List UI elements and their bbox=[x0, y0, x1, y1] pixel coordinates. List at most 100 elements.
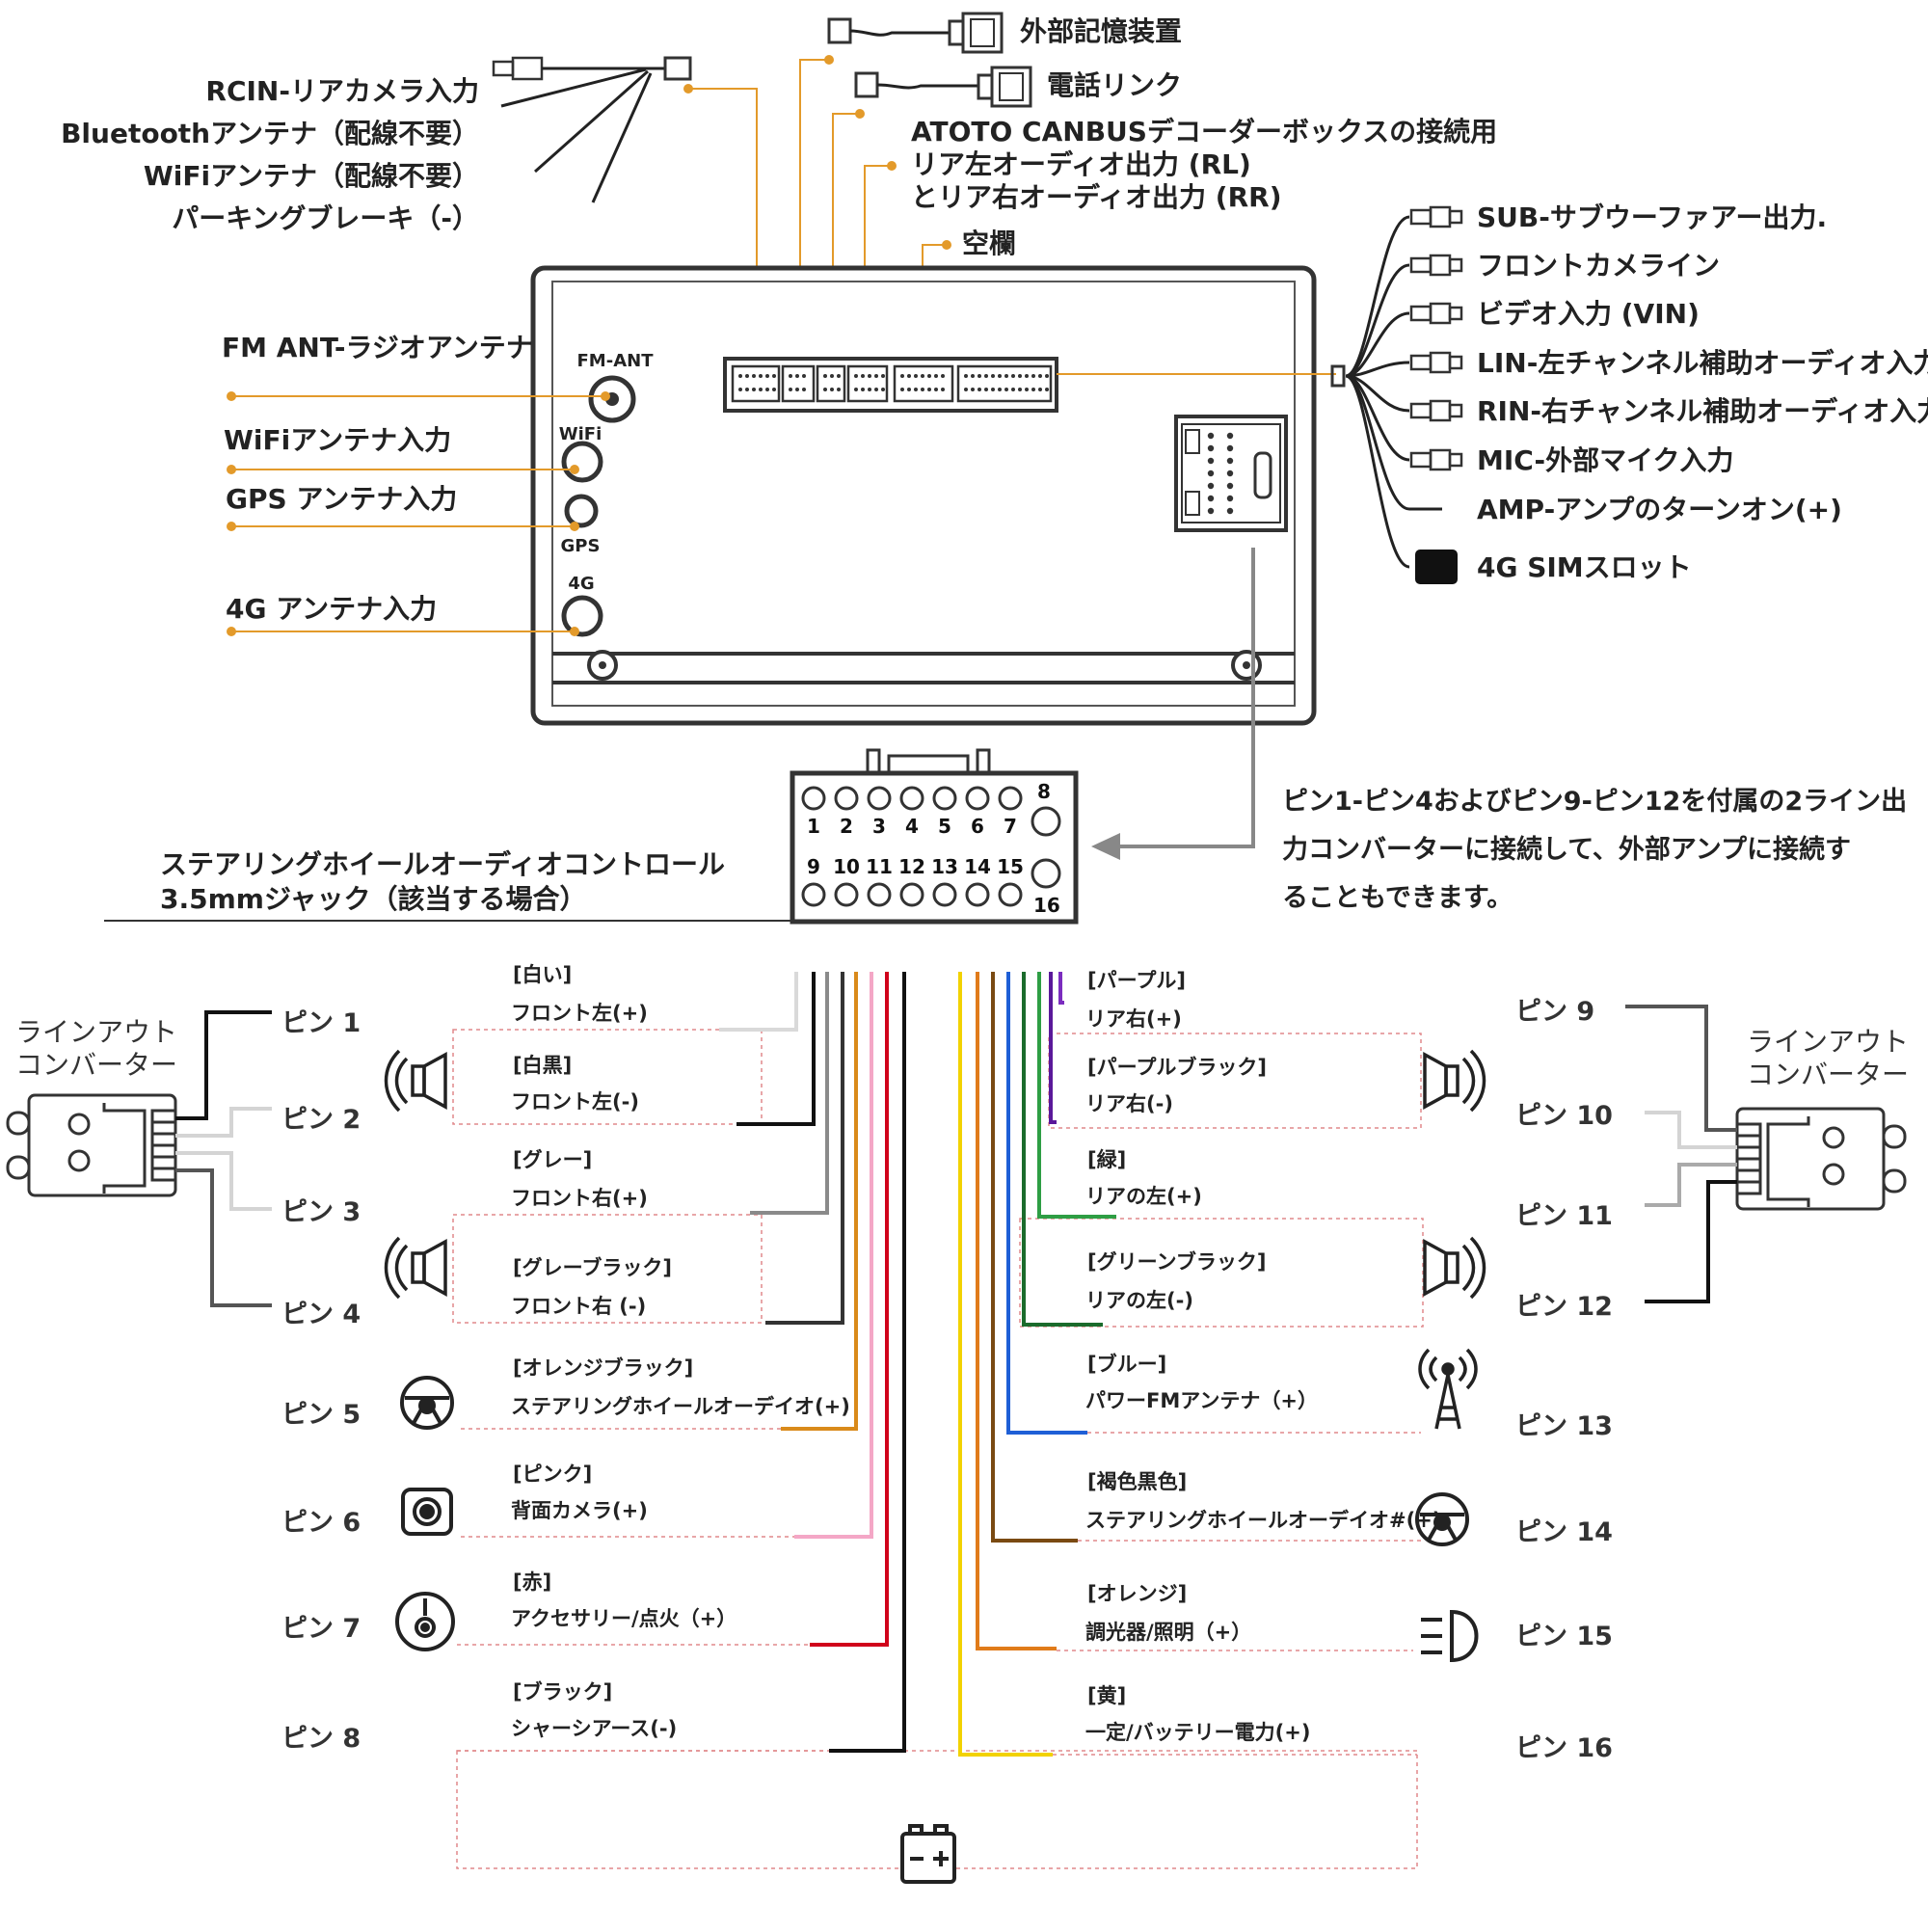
wire-func-right-8: 一定/バッテリー電力(+) bbox=[1085, 1721, 1310, 1744]
4g-port-label: 4G bbox=[568, 574, 594, 594]
rear-camera-harness-icon bbox=[492, 56, 692, 203]
fm-antenna-icon bbox=[1418, 1348, 1478, 1430]
4g-port bbox=[561, 595, 603, 637]
converter-right-label-2: コンバーター bbox=[1747, 1059, 1909, 1090]
wire-color-right-2: [パープルブラック] bbox=[1087, 1056, 1267, 1079]
line-out-converter-left-icon bbox=[6, 1093, 177, 1197]
connector-number: 14 bbox=[964, 855, 991, 878]
wire-left-5 bbox=[781, 972, 858, 1431]
wire-func-left-3: フロント右(+) bbox=[511, 1187, 648, 1210]
converter-left-wires bbox=[175, 1010, 272, 1307]
steering-wheel-icon-right bbox=[1415, 1492, 1469, 1546]
blank-label: 空欄 bbox=[962, 228, 1016, 259]
battery-icon bbox=[900, 1824, 956, 1884]
converter-right-wires bbox=[1625, 1005, 1737, 1303]
right-harness-label-1: SUB-サブウーファアー出力. bbox=[1477, 201, 1827, 233]
harness-label-bluetooth: Bluetoothアンテナ（配線不要） bbox=[61, 118, 479, 149]
connector-number: 2 bbox=[840, 815, 853, 838]
connector-number: 11 bbox=[866, 855, 893, 878]
pin-label-left-3: ピン 3 bbox=[281, 1197, 361, 1227]
pin-label-left-7: ピン 7 bbox=[281, 1614, 361, 1644]
pin-label-right-3: ピン 11 bbox=[1515, 1201, 1613, 1231]
wire-left-4 bbox=[765, 972, 844, 1325]
antenna-label-4g: 4G アンテナ入力 bbox=[226, 593, 437, 625]
note-line-3: ることもできます。 bbox=[1282, 883, 1513, 913]
right-harness-label-8: 4G SIMスロット bbox=[1477, 551, 1692, 583]
wire-right-4 bbox=[1022, 972, 1103, 1327]
wire-left-3 bbox=[750, 972, 829, 1215]
wire-func-left-2: フロント左(-) bbox=[511, 1090, 639, 1114]
pin-wires bbox=[719, 972, 1116, 1757]
ignition-key-icon bbox=[395, 1592, 455, 1651]
right-harness-label-4: LIN-左チャンネル補助オーディオ入力 bbox=[1477, 347, 1928, 379]
wifi-port-label: WiFi bbox=[559, 424, 602, 444]
wire-func-right-4: リアの左(-) bbox=[1085, 1289, 1193, 1312]
pin-label-right-5: ピン 13 bbox=[1515, 1411, 1613, 1441]
antenna-label-wifi: WiFiアンテナ入力 bbox=[224, 424, 451, 456]
wire-left-2 bbox=[736, 972, 816, 1126]
antenna-leader-lines bbox=[231, 373, 1336, 632]
antenna-leader-dots bbox=[227, 391, 610, 636]
wire-func-right-6: ステアリングホイールオーデイオ#(+) bbox=[1085, 1509, 1441, 1532]
harness-label-rcin: RCIN-リアカメラ入力 bbox=[205, 75, 479, 107]
wire-color-right-7: [オレンジ] bbox=[1087, 1582, 1187, 1605]
connector-number: 13 bbox=[931, 855, 958, 878]
connector-number: 12 bbox=[898, 855, 925, 878]
wire-right-5 bbox=[1006, 972, 1087, 1435]
wire-color-left-1: [白い] bbox=[513, 963, 572, 986]
wire-color-right-8: [黄] bbox=[1087, 1684, 1126, 1707]
wire-color-left-5: [オレンジブラック] bbox=[513, 1356, 693, 1380]
wire-color-right-3: [緑] bbox=[1087, 1148, 1126, 1171]
pin-texts: ピン 1[白い]フロント左(+)ピン 2[白黒]フロント左(-)ピン 3[グレー… bbox=[281, 963, 1613, 1763]
steering-wheel-icon-left bbox=[400, 1376, 454, 1430]
wire-color-right-6: [褐色黒色] bbox=[1087, 1470, 1187, 1493]
wire-func-right-2: リア右(-) bbox=[1085, 1092, 1173, 1115]
right-harness-label-5: RIN-右チャンネル補助オーディオ入力 bbox=[1477, 395, 1928, 427]
pin-label-left-5: ピン 5 bbox=[281, 1400, 361, 1430]
rear-left-output-label: リア左オーディオ出力 (RL) bbox=[911, 148, 1251, 180]
head-unit: FM-ANT WiFi GPS 4G bbox=[530, 265, 1317, 726]
wire-func-left-6: 背面カメラ(+) bbox=[511, 1499, 648, 1522]
external-storage-label: 外部記憶装置 bbox=[1020, 15, 1182, 47]
arrow-head bbox=[1091, 833, 1120, 860]
pin-label-right-2: ピン 10 bbox=[1515, 1101, 1613, 1131]
antenna-label-fm: FM ANT-ラジオアンテナ bbox=[222, 332, 533, 363]
right-harness-label-2: フロントカメライン bbox=[1477, 250, 1720, 282]
wire-func-left-7: アクセサリー/点火（+） bbox=[511, 1607, 736, 1630]
rear-camera-icon bbox=[401, 1488, 453, 1536]
right-harness-label-7: AMP-アンプのターンオン(+) bbox=[1477, 494, 1842, 525]
connector-number: 16 bbox=[1033, 894, 1060, 917]
wire-color-left-3: [グレー] bbox=[513, 1148, 592, 1171]
line-out-converter-right-icon bbox=[1735, 1107, 1907, 1211]
wire-func-left-1: フロント左(+) bbox=[511, 1002, 648, 1025]
wire-func-right-1: リア右(+) bbox=[1085, 1007, 1182, 1031]
wire-left-7 bbox=[810, 972, 889, 1647]
wire-func-right-3: リアの左(+) bbox=[1085, 1185, 1202, 1208]
wire-func-left-5: ステアリングホイールオーデイオ(+) bbox=[511, 1395, 850, 1418]
phone-link-plug-icon bbox=[854, 66, 1032, 108]
wire-func-left-4: フロント右 (-) bbox=[511, 1295, 646, 1318]
main-connector-block bbox=[723, 357, 1058, 413]
connector-number: 1 bbox=[807, 815, 820, 838]
wire-right-6 bbox=[991, 972, 1078, 1543]
connector-pin-dots bbox=[738, 374, 1049, 391]
pin-label-right-8: ピン 16 bbox=[1515, 1733, 1613, 1763]
right-harness-label-6: MIC-外部マイク入力 bbox=[1477, 444, 1734, 476]
connector-number: 4 bbox=[905, 815, 919, 838]
harness-label-parking-brake: パーキングブレーキ（-） bbox=[172, 202, 479, 234]
steering-jack-label-2: 3.5mmジャック（該当する場合） bbox=[160, 883, 587, 915]
external-storage-plug-icon bbox=[827, 12, 1004, 54]
wire-func-right-7: 調光器/照明（+） bbox=[1085, 1621, 1251, 1644]
wire-color-left-6: [ピンク] bbox=[513, 1462, 592, 1486]
iso-connector bbox=[1174, 415, 1288, 532]
dashed-boxes bbox=[452, 1029, 1424, 1869]
wire-left-1 bbox=[719, 972, 798, 1032]
pin-label-right-6: ピン 14 bbox=[1515, 1517, 1613, 1547]
wire-left-8 bbox=[829, 972, 906, 1753]
iso-pin-dots bbox=[1207, 432, 1234, 515]
wire-func-right-5: パワーFMアンテナ（+） bbox=[1085, 1389, 1318, 1412]
wire-color-right-4: [グリーンブラック] bbox=[1087, 1250, 1267, 1274]
